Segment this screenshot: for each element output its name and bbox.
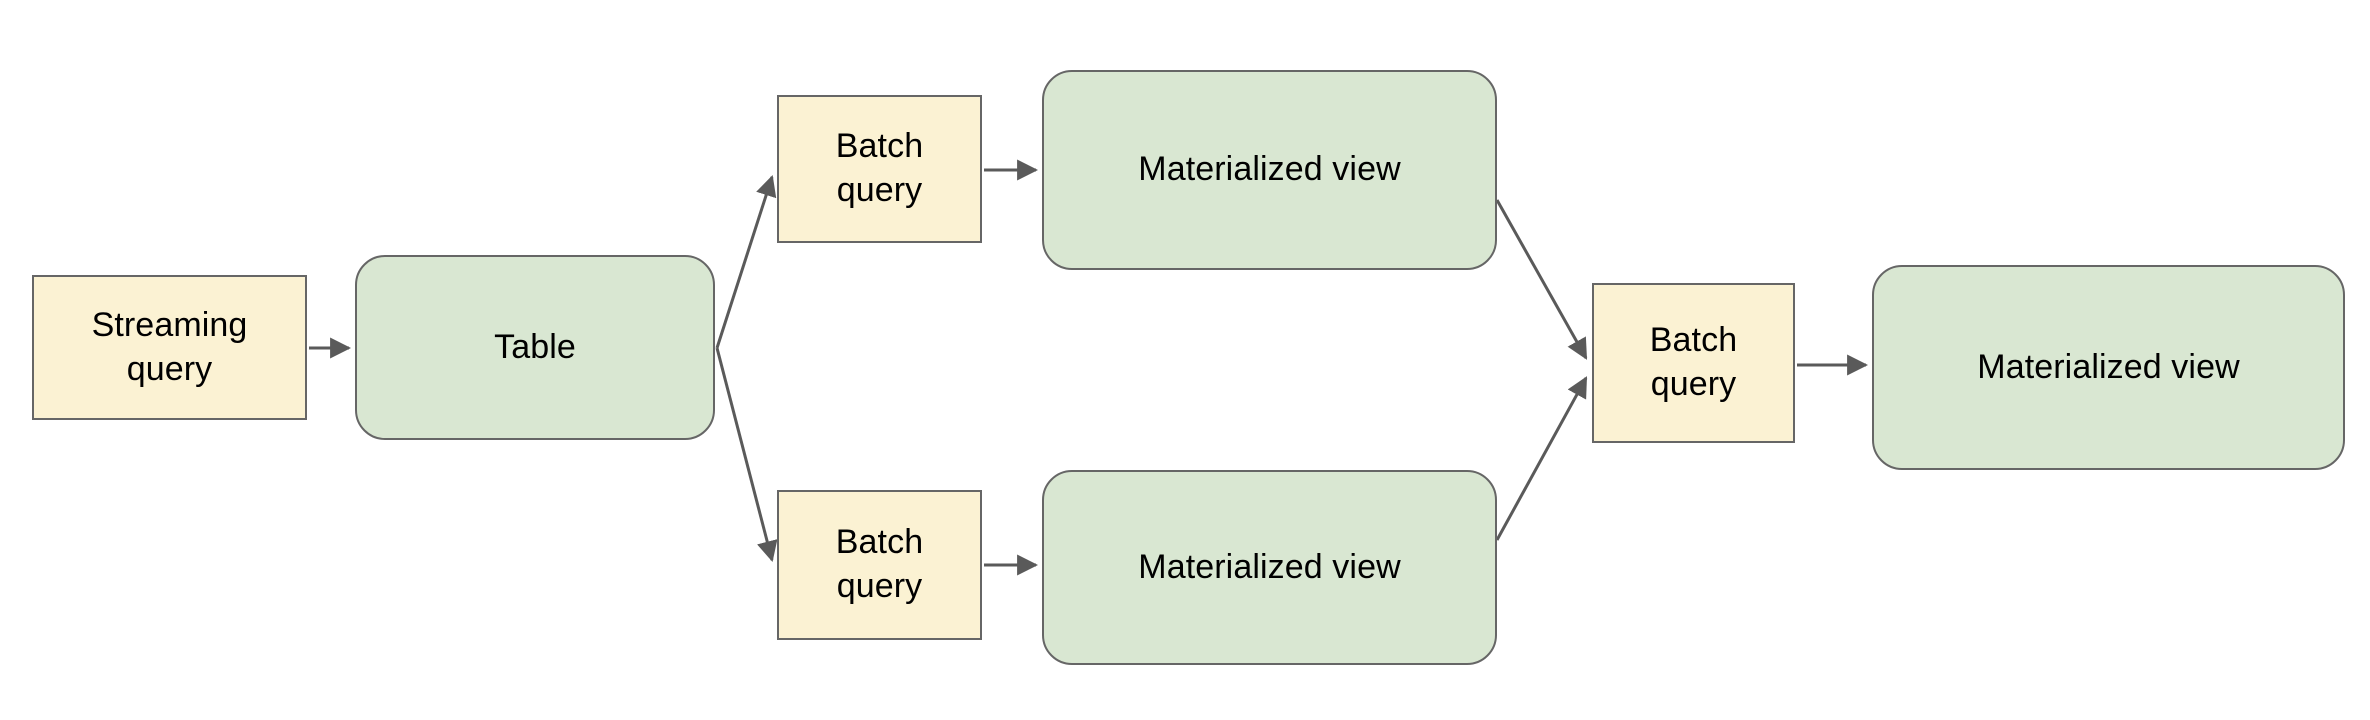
edge-materialized-view-bottom-to-batch-query-join: [1495, 376, 1588, 541]
edge-table-to-batch-query-top: [715, 175, 777, 349]
node-label-table: Table: [494, 327, 576, 366]
node-label-batch-query-top: Batch query: [835, 127, 924, 209]
node-materialized-view-bottom[interactable]: Materialized view: [1042, 470, 1497, 665]
node-label-streaming-query: Streaming query: [91, 305, 248, 388]
node-label-batch-query-bottom: Batch query: [835, 523, 924, 605]
node-batch-query-join[interactable]: Batch query: [1592, 283, 1795, 443]
node-materialized-view-final[interactable]: Materialized view: [1872, 265, 2345, 470]
edge-table-to-batch-query-bottom: [715, 347, 778, 563]
node-label-materialized-view-bottom: Materialized view: [1138, 547, 1401, 586]
node-label-batch-query-join: Batch query: [1649, 321, 1738, 403]
edge-materialized-view-top-to-batch-query-join: [1495, 199, 1588, 360]
node-batch-query-top[interactable]: Batch query: [777, 95, 982, 243]
node-materialized-view-top[interactable]: Materialized view: [1042, 70, 1497, 270]
node-table[interactable]: Table: [355, 255, 715, 440]
node-label-materialized-view-final: Materialized view: [1977, 347, 2240, 386]
node-streaming-query[interactable]: Streaming query: [32, 275, 307, 420]
node-batch-query-bottom[interactable]: Batch query: [777, 490, 982, 640]
node-label-materialized-view-top: Materialized view: [1138, 150, 1401, 189]
